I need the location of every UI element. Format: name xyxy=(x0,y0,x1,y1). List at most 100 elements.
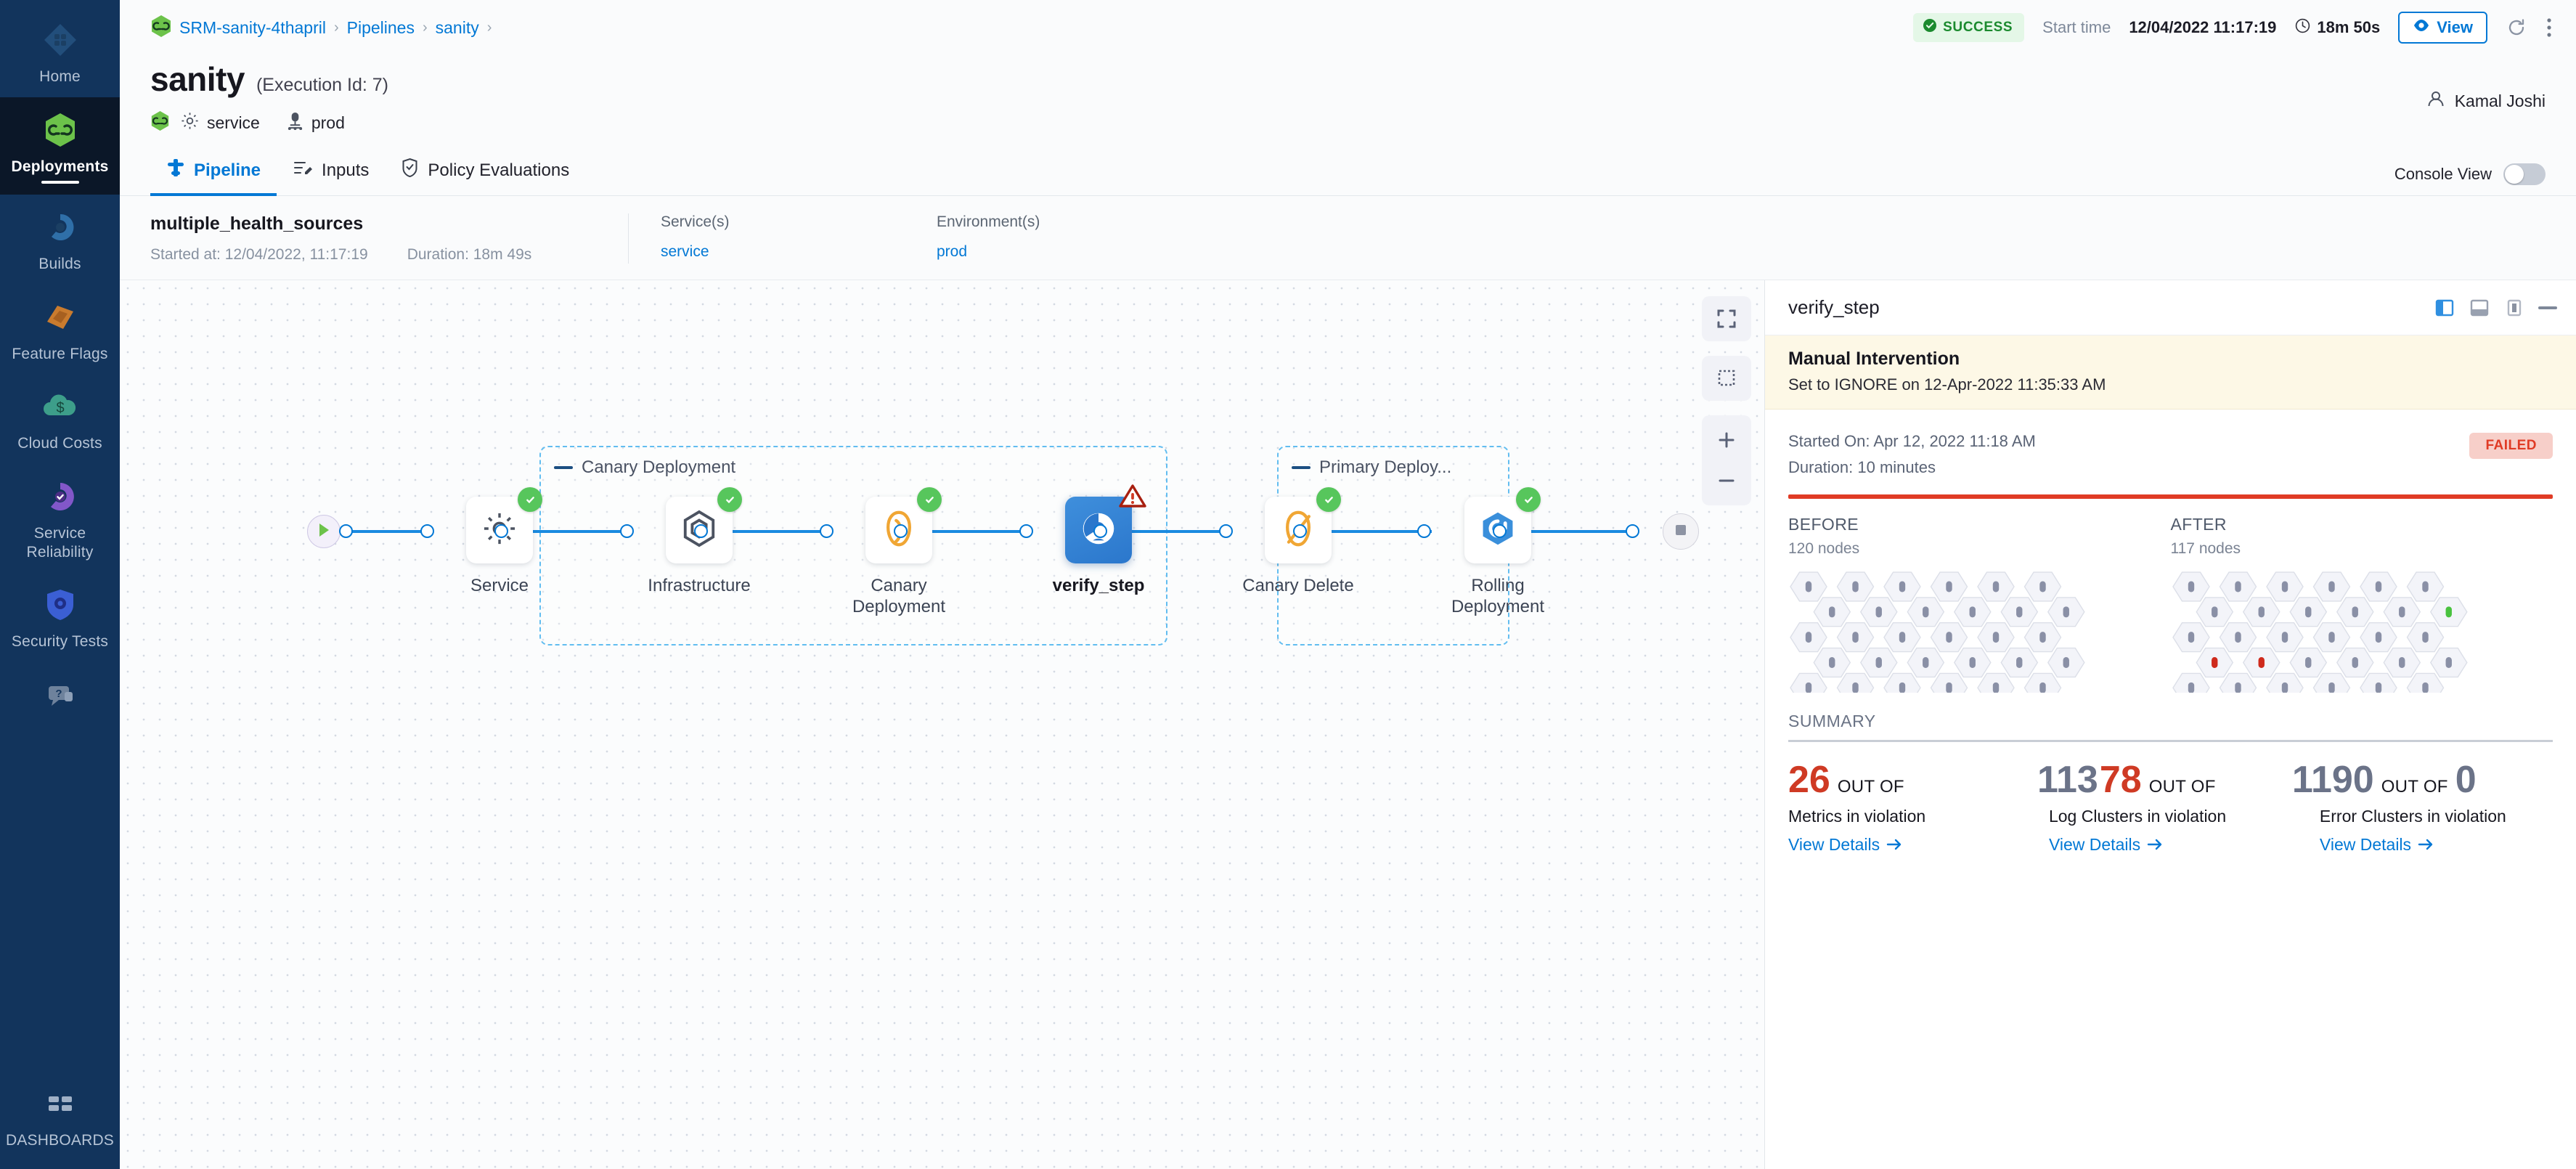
zoom-out-icon[interactable] xyxy=(1702,460,1751,501)
status-success-icon xyxy=(1516,487,1541,512)
console-view-toggle[interactable] xyxy=(2503,163,2546,185)
before-label: BEFORE xyxy=(1788,515,1859,534)
breadcrumb-pipelines[interactable]: Pipelines xyxy=(346,17,415,37)
deployments-hexagon-icon xyxy=(40,110,81,150)
sidebar-item-security-tests[interactable]: Security Tests xyxy=(0,572,120,662)
security-tests-icon xyxy=(40,584,81,625)
tab-pipeline[interactable]: Pipeline xyxy=(150,151,277,196)
collapse-icon[interactable] xyxy=(1292,466,1311,469)
view-details-link[interactable]: View Details xyxy=(1788,835,1902,855)
step-duration: Duration: 10 minutes xyxy=(1788,457,1936,476)
execution-id: (Execution Id: 7) xyxy=(256,75,388,95)
pipeline-node-service[interactable]: Service xyxy=(427,487,572,596)
services-column: Service(s) service xyxy=(661,213,937,261)
view-button[interactable]: View xyxy=(2398,12,2487,44)
environments-value[interactable]: prod xyxy=(937,243,968,260)
svg-text:$: $ xyxy=(56,400,64,416)
sidebar-item-service-reliability[interactable]: Service Reliability xyxy=(0,464,120,572)
after-node-hex-grid xyxy=(2171,571,2553,693)
panel-body: Started On: Apr 12, 2022 11:18 AM Durati… xyxy=(1765,410,2576,1169)
zoom-in-icon[interactable] xyxy=(1702,420,1751,460)
pipeline-node-canary-delete[interactable]: Canary Delete xyxy=(1226,487,1371,596)
summary-out-of-label: OUT OF xyxy=(2148,777,2216,797)
graph-end-node[interactable] xyxy=(1663,513,1699,550)
zoom-controls xyxy=(1702,415,1751,505)
edge xyxy=(1300,530,1432,533)
pipeline-node-canary-deployment[interactable]: Canary Deployment xyxy=(826,487,971,618)
services-header: Service(s) xyxy=(661,213,730,230)
services-value[interactable]: service xyxy=(661,243,709,260)
panel-header: verify_step xyxy=(1765,280,2576,335)
collapse-icon[interactable] xyxy=(554,466,573,469)
stop-icon xyxy=(1674,523,1688,541)
pipeline-node-infrastructure[interactable]: Infrastructure xyxy=(627,487,772,596)
sidebar-item-deployments[interactable]: Deployments xyxy=(0,97,120,195)
sidebar-item-feature-flags[interactable]: Feature Flags xyxy=(0,285,120,375)
summary-out-of-label: OUT OF xyxy=(1837,777,1904,797)
panel-right-icon[interactable] xyxy=(2434,297,2455,319)
step-details-panel: verify_step M xyxy=(1764,280,2576,1169)
arrow-right-icon xyxy=(2147,835,2163,855)
node-label: verify_step xyxy=(1052,576,1145,595)
top-bar-actions: SUCCESS Start time 12/04/2022 11:17:19 1… xyxy=(1913,12,2553,44)
active-indicator xyxy=(41,181,79,184)
panel-title: verify_step xyxy=(1788,296,1880,318)
clock-icon xyxy=(2294,17,2311,38)
graph-start-node[interactable] xyxy=(307,515,341,548)
service-reliability-icon xyxy=(40,476,81,517)
stage-group-canary[interactable]: Canary Deployment xyxy=(539,446,1167,645)
refresh-icon[interactable] xyxy=(2506,17,2527,38)
hex-grid-svg xyxy=(1790,571,2085,693)
sidebar-item-cloud-costs[interactable]: $ Cloud Costs xyxy=(0,374,120,464)
sidebar-item-builds[interactable]: Builds xyxy=(0,195,120,285)
breadcrumb-project[interactable]: SRM-sanity-4thapril xyxy=(179,17,326,37)
tab-policy-evaluations[interactable]: Policy Evaluations xyxy=(385,151,585,195)
pipeline-node-rolling-deployment[interactable]: Rolling Deployment xyxy=(1425,487,1570,618)
breadcrumb-pipeline-name[interactable]: sanity xyxy=(435,17,479,37)
start-time-label: Start time xyxy=(2042,18,2111,36)
panel-full-icon[interactable] xyxy=(2503,297,2525,319)
breadcrumb-separator: › xyxy=(333,19,339,36)
edge xyxy=(501,530,633,533)
pipeline-node-verify-step[interactable]: verify_step xyxy=(1026,484,1171,596)
edge xyxy=(1100,530,1232,533)
policy-shield-icon xyxy=(401,158,419,183)
edge-dot xyxy=(1493,524,1507,538)
primary-nav-rail: Home Deployments Builds xyxy=(0,0,120,1169)
banner-title: Manual Intervention xyxy=(1788,349,1960,369)
kebab-menu-icon[interactable] xyxy=(2546,17,2553,38)
breadcrumb: SRM-sanity-4thapril › Pipelines › sanity… xyxy=(179,18,492,38)
panel-view-controls xyxy=(2434,297,2557,319)
selection-box-icon[interactable] xyxy=(1702,356,1751,401)
title-row: sanity (Execution Id: 7) xyxy=(150,60,2546,99)
panel-bottom-icon[interactable] xyxy=(2469,297,2490,319)
summary-primary-value: 26 xyxy=(1788,759,1830,802)
service-chip[interactable]: service xyxy=(180,111,260,135)
status-success-icon xyxy=(518,487,542,512)
minimize-icon[interactable] xyxy=(2538,306,2557,309)
started-at: Started at: 12/04/2022, 11:17:19 xyxy=(150,246,368,263)
group-title: Primary Deploy... xyxy=(1292,457,1451,478)
sidebar-item-dashboards[interactable]: DASHBOARDS xyxy=(0,1071,120,1169)
fit-to-screen-icon[interactable] xyxy=(1702,296,1751,341)
view-details-link[interactable]: View Details xyxy=(2049,835,2163,855)
tab-inputs[interactable]: Inputs xyxy=(277,151,385,195)
sidebar-item-help[interactable]: ? xyxy=(0,662,120,726)
summary-numbers: 113 78 OUT OF xyxy=(2037,761,2292,799)
after-node-count: 117 nodes xyxy=(2170,540,2241,558)
environment-name: prod xyxy=(311,113,345,132)
summary-numbers: 26 OUT OF xyxy=(1788,761,2043,799)
pipeline-canvas[interactable]: Canary Deployment Primary Deploy... xyxy=(120,280,1764,1169)
user-chip[interactable]: Kamal Joshi xyxy=(2426,89,2546,113)
view-details-link[interactable]: View Details xyxy=(2320,835,2434,855)
edge-dot xyxy=(1417,524,1431,538)
edge-dot xyxy=(894,524,908,538)
tab-label: Pipeline xyxy=(194,160,261,180)
environment-chip[interactable]: prod xyxy=(286,111,345,135)
dashboards-grid-icon xyxy=(40,1083,81,1124)
status-success-icon xyxy=(917,487,942,512)
summary-item-error-clusters: 1190 OUT OF 0 Error Clusters in violatio… xyxy=(2292,761,2547,854)
sidebar-item-home[interactable]: Home xyxy=(0,7,120,97)
view-details-label: View Details xyxy=(2048,834,2141,854)
sidebar-item-label: Builds xyxy=(38,256,81,273)
